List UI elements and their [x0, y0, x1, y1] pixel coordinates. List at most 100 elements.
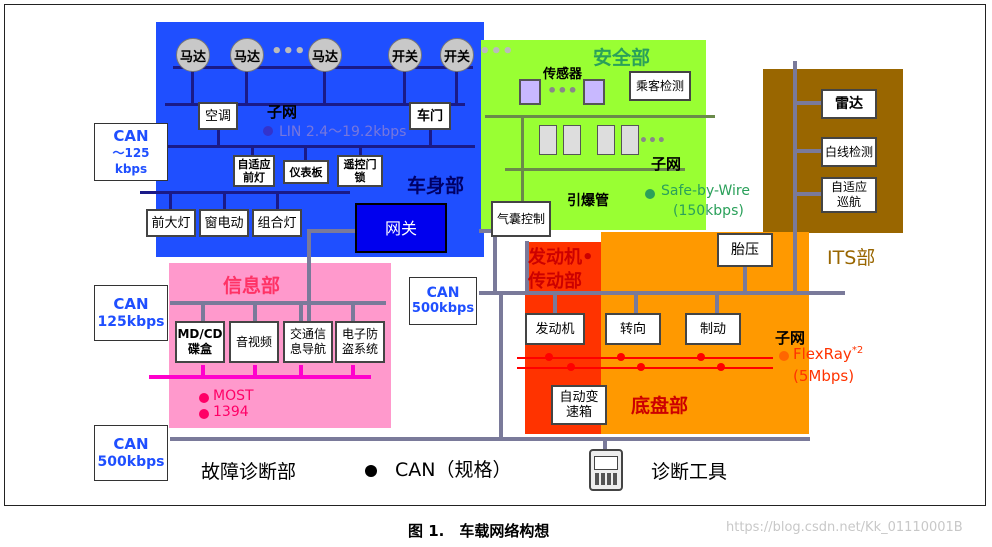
flexray-node-dot-4 [637, 363, 645, 371]
dashboard-node: 仪表板 [283, 160, 329, 184]
can-left-top-box: CAN ～125 kbps [94, 123, 168, 181]
diag-tool-keys [595, 472, 617, 485]
window-node: 窗电动 [199, 209, 249, 237]
motor-3: 马达 [308, 38, 342, 72]
safety-swb-bus [505, 168, 685, 171]
diagram-frame: 马达 马达 ••• 马达 开关 开关 ••• 空调 车门 子网 LIN 2.4～… [4, 4, 986, 506]
flexray-name: FlexRay [793, 345, 852, 363]
most-drop-3 [299, 365, 303, 377]
sensor-icon-2 [583, 79, 605, 105]
most-drop-1 [201, 365, 205, 377]
gateway-to-diag [499, 295, 503, 441]
detonator-ellipsis: ••• [639, 133, 666, 149]
diag-tool-drop [603, 439, 607, 453]
can-center-line2: 500kbps [411, 301, 475, 316]
lin-dot [263, 126, 273, 136]
diag-title: 故障诊断部 [201, 461, 297, 483]
detonator-label: 引爆管 [567, 193, 609, 209]
flexray-bus-1 [517, 357, 773, 359]
switch-drop-1 [403, 67, 406, 105]
switch-drop-2 [455, 67, 458, 105]
combo-light-node: 组合灯 [252, 209, 302, 237]
detonator-icon-1 [539, 125, 557, 155]
its-bus-3 [793, 192, 821, 196]
remote-lock-node: 遥控门 锁 [337, 155, 383, 187]
chassis-title: 底盘部 [631, 395, 689, 417]
can-left-mid-line2: 125kbps [97, 314, 165, 330]
switch-ellipsis: ••• [479, 41, 514, 62]
md-node: MD/CD 碟盒 [175, 321, 225, 363]
theft-node: 电子防 盗系统 [335, 321, 385, 363]
flexray-node-dot-2 [567, 363, 575, 371]
flexray-node-dot-3 [617, 353, 625, 361]
headlight-drop [251, 147, 254, 161]
most-bus [149, 375, 371, 379]
brake-node: 制动 [685, 313, 741, 345]
tpms-node: 胎压 [717, 233, 773, 267]
diag-tool-icon [589, 449, 623, 491]
lock-drop [359, 147, 362, 161]
av-drop [253, 303, 257, 323]
switch-1: 开关 [388, 38, 422, 72]
most-label: MOST [213, 388, 254, 404]
most-drop-2 [253, 365, 257, 377]
detonator-icon-3 [597, 125, 615, 155]
flexray-node-dot-5 [697, 353, 705, 361]
can-left-mid-box: CAN 125kbps [94, 285, 168, 341]
dash-drop [304, 147, 307, 161]
ieee-label: 1394 [213, 404, 249, 420]
its-bus-1 [793, 101, 821, 105]
motor-2: 马达 [230, 38, 264, 72]
safety-title: 安全部 [593, 47, 651, 69]
door-node: 车门 [409, 102, 451, 130]
flexray-node-dot-1 [545, 353, 553, 361]
engine-drop [553, 295, 557, 317]
flexray-rate-label: (5Mbps) [793, 367, 855, 385]
lin-bus [165, 103, 465, 106]
av-node: 音视频 [229, 321, 279, 363]
nav-node: 交通信 息导航 [283, 321, 333, 363]
its-bus-2 [793, 149, 821, 153]
swb-label: Safe-by-Wire [661, 183, 750, 199]
headlight-node: 自适应 前灯 [233, 155, 275, 187]
steering-node: 转向 [605, 313, 661, 345]
motor-1: 马达 [176, 38, 210, 72]
can-left-mid-line1: CAN [113, 295, 149, 313]
swb-dot [645, 189, 655, 199]
watermark: https://blog.csdn.net/Kk_01110001B [726, 520, 963, 535]
tpms-drop [743, 267, 747, 295]
airbag-node: 气囊控制 [491, 201, 551, 237]
diag-can-bus [170, 437, 810, 441]
transmission-node: 自动变 速箱 [551, 385, 607, 425]
can-std-dot [365, 465, 377, 477]
lane-node: 白线检测 [821, 137, 877, 167]
ac-node: 空调 [198, 102, 238, 130]
its-trunk [793, 61, 797, 295]
info-title: 信息部 [223, 275, 281, 297]
gateway-node: 网关 [355, 203, 447, 253]
can-std-label: CAN（规格） [395, 459, 512, 481]
acc-node: 自适应 巡航 [821, 177, 877, 213]
body-can-bus2 [140, 191, 350, 194]
md-drop [201, 303, 205, 323]
flexray-node-dot-6 [717, 363, 725, 371]
info-can-bus [170, 301, 386, 305]
flexray-bus-2 [517, 367, 773, 369]
diag-tool-screen [594, 455, 618, 470]
detonator-icon-2 [563, 125, 581, 155]
safety-trunk2 [525, 241, 529, 295]
front-light-node: 前大灯 [146, 209, 196, 237]
can-left-top-line1: CAN [113, 127, 149, 145]
gateway-trunk [307, 229, 311, 351]
its-title: ITS部 [827, 247, 876, 269]
body-title: 车身部 [407, 175, 465, 197]
sensor-ellipsis: ••• [547, 81, 578, 100]
motor-drop-1 [191, 67, 194, 105]
powertrain-title-2: 传动部 [528, 271, 582, 292]
body-can-bus [165, 145, 475, 148]
motor-ellipsis: ••• [271, 41, 306, 62]
lin-label: LIN 2.4～19.2kbps [279, 124, 407, 140]
motor-drop-3 [323, 67, 326, 105]
can-center-box: CAN 500kbps [409, 277, 477, 325]
ieee-dot [199, 409, 209, 419]
